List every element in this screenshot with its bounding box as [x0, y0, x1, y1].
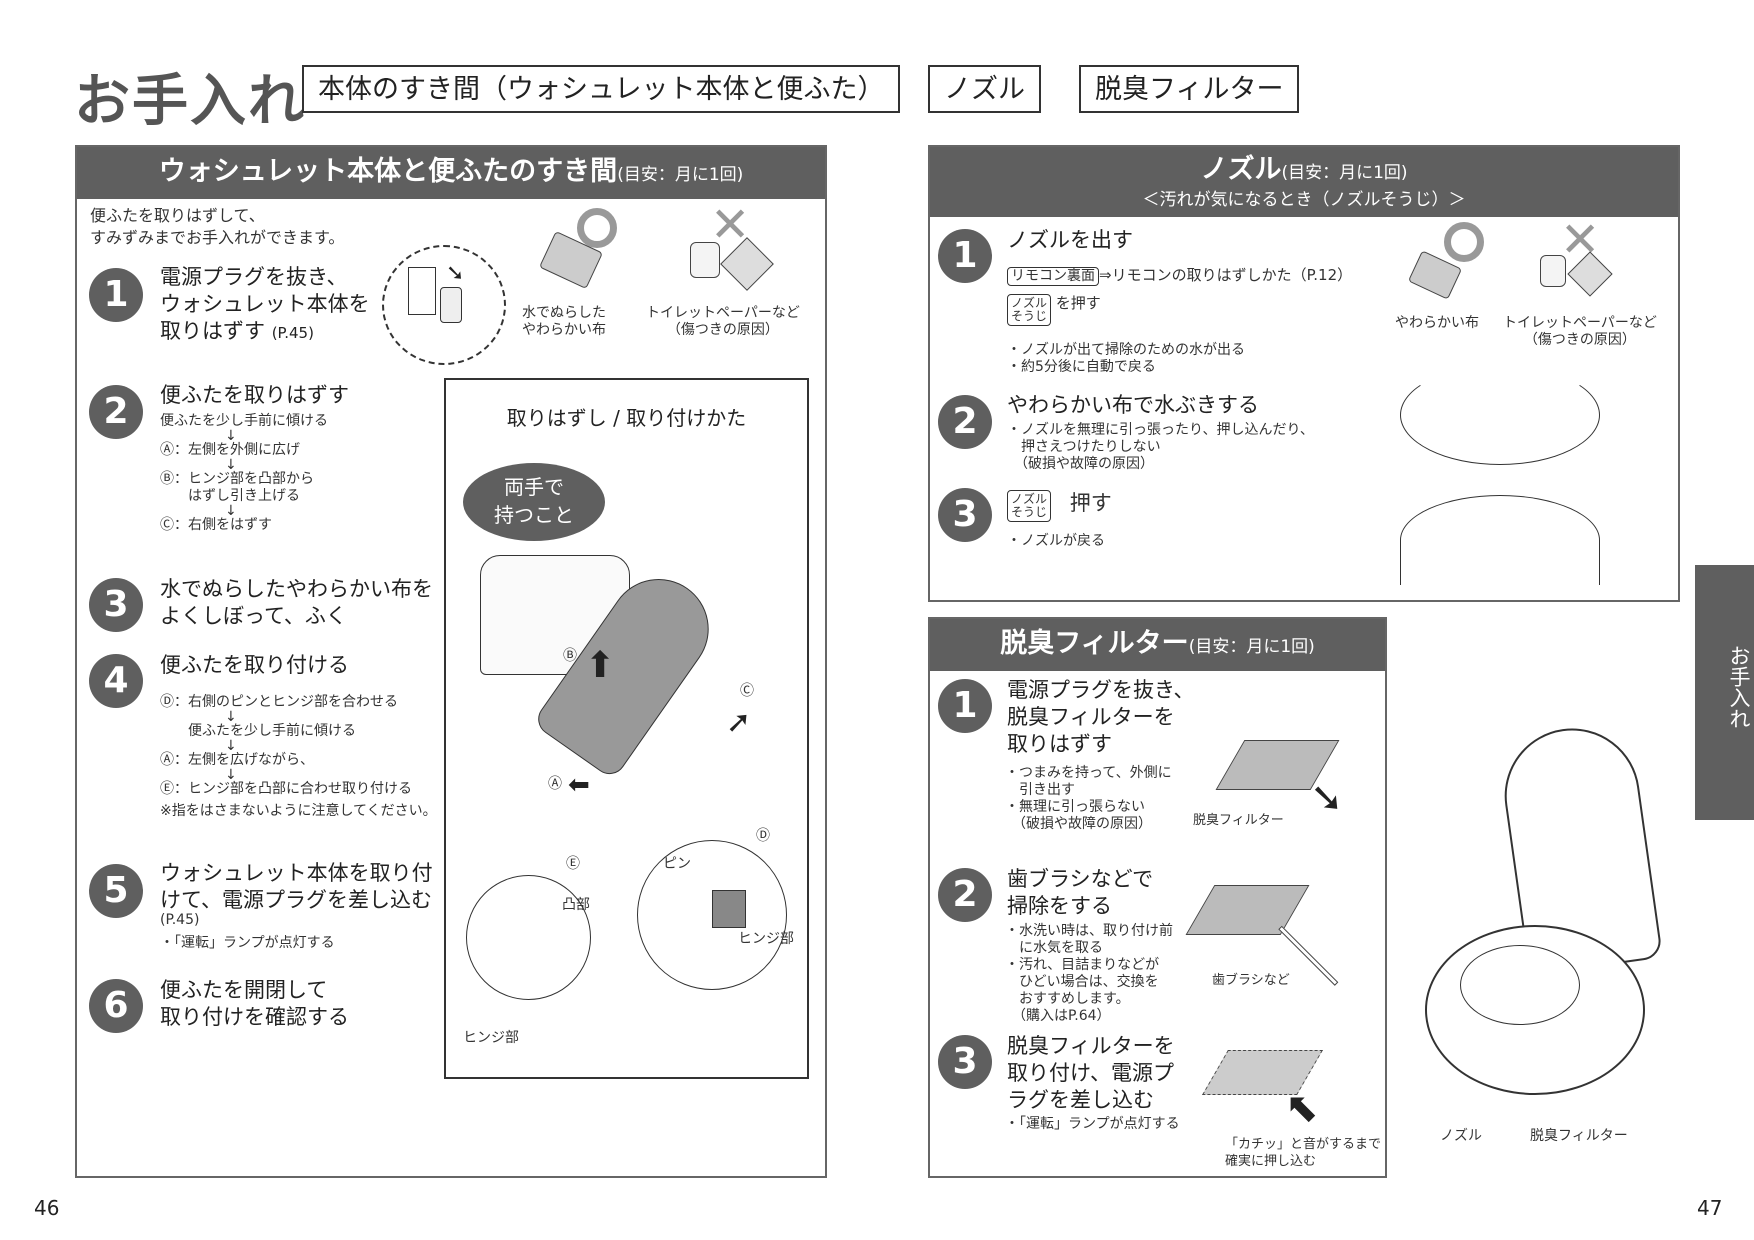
nozzle-wipe-illustration — [1400, 365, 1600, 465]
hinge-closeup-left — [466, 875, 591, 1000]
page-number-left: 46 — [34, 1196, 60, 1220]
nozzle-step-1-title: ノズルを出す — [1007, 228, 1133, 252]
remote-ref: リモコン裏面⇒リモコンの取りはずしかた（P.12） — [1007, 266, 1352, 286]
filter-step-3-details: ・「運転」ランプが点灯する — [1005, 1116, 1180, 1132]
frequency: (目安：月に1回) — [617, 165, 744, 185]
filter-step-2-title: 歯ブラシなどで掃除をする — [1007, 867, 1154, 918]
arrow-pull-icon: ➘ — [1310, 775, 1344, 821]
filter-step-1-details: ・つまみを持って、外側に 引き出す・無理に引っ張らない （破損や故障の原因） — [1005, 765, 1172, 832]
step-number: 1 — [938, 679, 992, 733]
panel-subtitle: ＜汚れが気になるとき（ノズルそうじ）＞ — [1142, 190, 1466, 210]
step-3-title: 水でぬらしたやわらかい布をよくしぼって、ふく — [160, 577, 433, 628]
arrow-push-icon: ⬉ — [1285, 1085, 1319, 1131]
step-number: 1 — [89, 268, 143, 322]
diagram-title: 取りはずし / 取り付けかた — [506, 406, 747, 430]
label-e: Ⓔ — [566, 856, 580, 872]
step-number: 3 — [938, 1035, 992, 1089]
nozzle-step-2-title: やわらかい布で水ぶきする — [1007, 393, 1259, 417]
section-tab-filter: 脱臭フィルター — [1079, 65, 1300, 113]
step-6-title: 便ふたを開閉して取り付けを確認する — [160, 978, 349, 1029]
step-4-details: Ⓓ：右側のピンとヒンジ部を合わせる ↓ 便ふたを少し手前に傾ける ↓ Ⓐ：左側を… — [160, 694, 437, 819]
frequency: (目安：月に1回) — [1188, 637, 1315, 657]
label-c: Ⓒ — [740, 683, 754, 699]
label-hinge: ヒンジ部 — [463, 1030, 519, 1046]
frequency: (目安：月に1回) — [1281, 163, 1408, 183]
brush-label: 歯ブラシなど — [1212, 973, 1290, 988]
step-number: 2 — [938, 395, 992, 449]
panel-header: ウォシュレット本体と便ふたのすき間(目安：月に1回) — [77, 147, 825, 199]
remote-back-key: リモコン裏面 — [1007, 267, 1099, 286]
step-number: 2 — [89, 385, 143, 439]
ng-caption: トイレットペーパーなど（傷つきの原因） — [1503, 315, 1657, 348]
ok-circle-icon — [1444, 222, 1484, 262]
arrow-right-icon: ➚ — [726, 705, 752, 740]
step-2-title: 便ふたを取りはずす — [160, 383, 349, 407]
label-pin: ピン — [663, 856, 691, 872]
step-number: 1 — [938, 229, 992, 283]
press-nozzle-clean: ノズルそうじ を押す — [1007, 294, 1101, 326]
page-number-right: 47 — [1697, 1196, 1723, 1220]
ng-cross-icon: ✕ — [1560, 212, 1601, 268]
section-tab-nozzle: ノズル — [928, 65, 1041, 113]
filter-label: 脱臭フィルター — [1193, 813, 1284, 828]
label-d: Ⓓ — [756, 828, 770, 844]
step-1-title: 電源プラグを抜き、ウォシュレット本体を取りはずす (P.45) — [160, 265, 370, 343]
nozzle-retract-illustration — [1400, 495, 1600, 585]
filter-step-2-details: ・水洗い時は、取り付け前 に水気を取る・汚れ、目詰まりなどが ひどい場合は、交換… — [1005, 923, 1173, 1024]
toilet-paper-icon — [690, 242, 720, 278]
step-5-title: ウォシュレット本体を取り付けて、電源プラグを差し込む — [160, 861, 433, 912]
label-convex: 凸部 — [562, 897, 590, 913]
nozzle-step-3-title: ノズルそうじ 押す — [1007, 490, 1112, 522]
step-5-details: (P.45)・「運転」ランプが点灯する — [160, 912, 335, 951]
step-number: 6 — [89, 979, 143, 1033]
toilet-paper-icon — [1540, 255, 1566, 287]
step-number: 3 — [938, 488, 992, 542]
step-number: 2 — [938, 868, 992, 922]
label-a: Ⓐ — [548, 776, 562, 792]
side-tab-care: お手入れ — [1695, 565, 1754, 820]
step-4-title: 便ふたを取り付ける — [160, 653, 349, 677]
step-2-details: 便ふたを少し手前に傾ける ↓ Ⓐ：左側を外側に広げ ↓ Ⓑ：ヒンジ部を凸部から … — [160, 413, 328, 533]
panel-header: 脱臭フィルター(目安：月に1回) — [930, 619, 1385, 671]
arrow-left-icon: ⬅ — [568, 770, 590, 800]
ng-caption: トイレットペーパーなど（傷つきの原因） — [646, 305, 800, 338]
step-number: 3 — [89, 578, 143, 632]
step-number: 5 — [89, 864, 143, 918]
label-hinge: ヒンジ部 — [738, 931, 794, 947]
nozzle-step-1-details: ・ノズルが出て掃除のための水が出る・約5分後に自動で戻る — [1007, 342, 1245, 375]
filter-step-1-title: 電源プラグを抜き、脱臭フィルターを取りはずす — [1007, 678, 1195, 756]
click-label: 「カチッ」と音がするまで確実に押し込む — [1225, 1137, 1382, 1169]
nozzle-step-2-details: ・ノズルを無理に引っ張ったり、押し込んだり、 押さえつけたりしない （破損や故障… — [1007, 422, 1314, 472]
panel-title: ウォシュレット本体と便ふたのすき間 — [158, 156, 618, 187]
nozzle-clean-key: ノズルそうじ — [1007, 490, 1052, 522]
nozzle-clean-key: ノズルそうじ — [1007, 294, 1052, 326]
section-tab-body-gap: 本体のすき間（ウォシュレット本体と便ふた） — [302, 65, 901, 113]
intro-text: 便ふたを取りはずして、すみずみまでお手入れができます。 — [90, 206, 345, 247]
filter-step-3-title: 脱臭フィルターを取り付け、電源プラグを差し込む — [1007, 1034, 1175, 1112]
panel-title: 脱臭フィルター — [1000, 628, 1189, 659]
ok-circle-icon — [577, 208, 617, 248]
arrow-up-icon: ⬆ — [585, 645, 616, 686]
ok-caption: やわらかい布 — [1395, 315, 1479, 331]
toilet-seat-opening — [1460, 945, 1580, 1025]
hinge-part-illustration — [712, 890, 746, 928]
hinge-closeup-right — [637, 840, 787, 990]
ok-caption: 水でぬらしたやわらかい布 — [522, 305, 606, 338]
page-title: お手入れ — [74, 69, 306, 134]
filter-location-label: 脱臭フィルター — [1530, 1128, 1628, 1144]
panel-title: ノズル — [1200, 154, 1282, 185]
label-b: Ⓑ — [563, 648, 577, 664]
unplug-illustration: ➘ — [382, 245, 506, 365]
panel-header: ノズル(目安：月に1回) ＜汚れが気になるとき（ノズルそうじ）＞ — [930, 147, 1678, 217]
filter-panel: 脱臭フィルター(目安：月に1回) — [928, 617, 1387, 1178]
removal-diagram-box — [444, 378, 809, 1079]
nozzle-step-3-details: ・ノズルが戻る — [1007, 533, 1105, 549]
step-number: 4 — [89, 654, 143, 708]
hold-with-both-hands-bubble: 両手で持つこと — [463, 463, 605, 541]
nozzle-label: ノズル — [1440, 1128, 1482, 1144]
